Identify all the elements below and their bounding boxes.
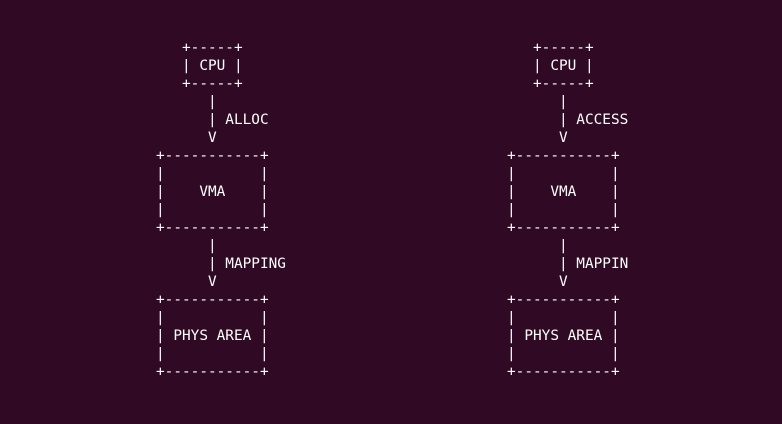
diagram-line: | | (156, 166, 269, 182)
diagram-line: | VMA | (507, 184, 620, 200)
diagram-line: +-----+ (156, 76, 243, 92)
diagram-line: | MAPPIN (507, 256, 629, 272)
diagram-line: V (156, 130, 217, 146)
diagram-line: +-----------+ (156, 220, 269, 236)
diagram-line: +-----------+ (507, 364, 620, 380)
diagram-line: +-----------+ (156, 292, 269, 308)
diagram-line: +-----------+ (156, 364, 269, 380)
diagram-line: +-----+ (507, 76, 594, 92)
diagram-line: | PHYS AREA | (507, 328, 620, 344)
diagram-line: | | (507, 346, 620, 362)
diagram-line: | (507, 238, 568, 254)
diagram-line: | | (507, 310, 620, 326)
diagram-line: | (507, 94, 568, 110)
diagram-line: | | (156, 346, 269, 362)
diagram-line: | | (156, 310, 269, 326)
diagram-line: | ALLOC (156, 112, 269, 128)
diagram-line: | (156, 94, 217, 110)
diagram-line: | PHYS AREA | (156, 328, 269, 344)
diagram-line: | ACCESS (507, 112, 629, 128)
ascii-diagram-access: +-----+ | CPU | +-----+ | | ACCESS V +---… (507, 39, 628, 381)
diagram-line: +-----+ (156, 40, 243, 56)
diagram-line: V (507, 130, 568, 146)
diagram-line: +-----------+ (156, 148, 269, 164)
diagram-line: +-----------+ (507, 220, 620, 236)
diagram-line: | MAPPING (156, 256, 286, 272)
diagram-line: | CPU | (156, 58, 243, 74)
ascii-diagram-alloc: +-----+ | CPU | +-----+ | | ALLOC V +----… (156, 39, 286, 381)
diagram-line: V (156, 274, 217, 290)
diagram-line: | (156, 238, 217, 254)
diagram-line: +-----------+ (507, 148, 620, 164)
diagram-line: | | (156, 202, 269, 218)
diagram-line: +-----------+ (507, 292, 620, 308)
diagram-line: V (507, 274, 568, 290)
diagram-line: +-----+ (507, 40, 594, 56)
diagram-line: | | (507, 202, 620, 218)
diagram-line: | VMA | (156, 184, 269, 200)
diagram-line: | CPU | (507, 58, 594, 74)
diagram-line: | | (507, 166, 620, 182)
